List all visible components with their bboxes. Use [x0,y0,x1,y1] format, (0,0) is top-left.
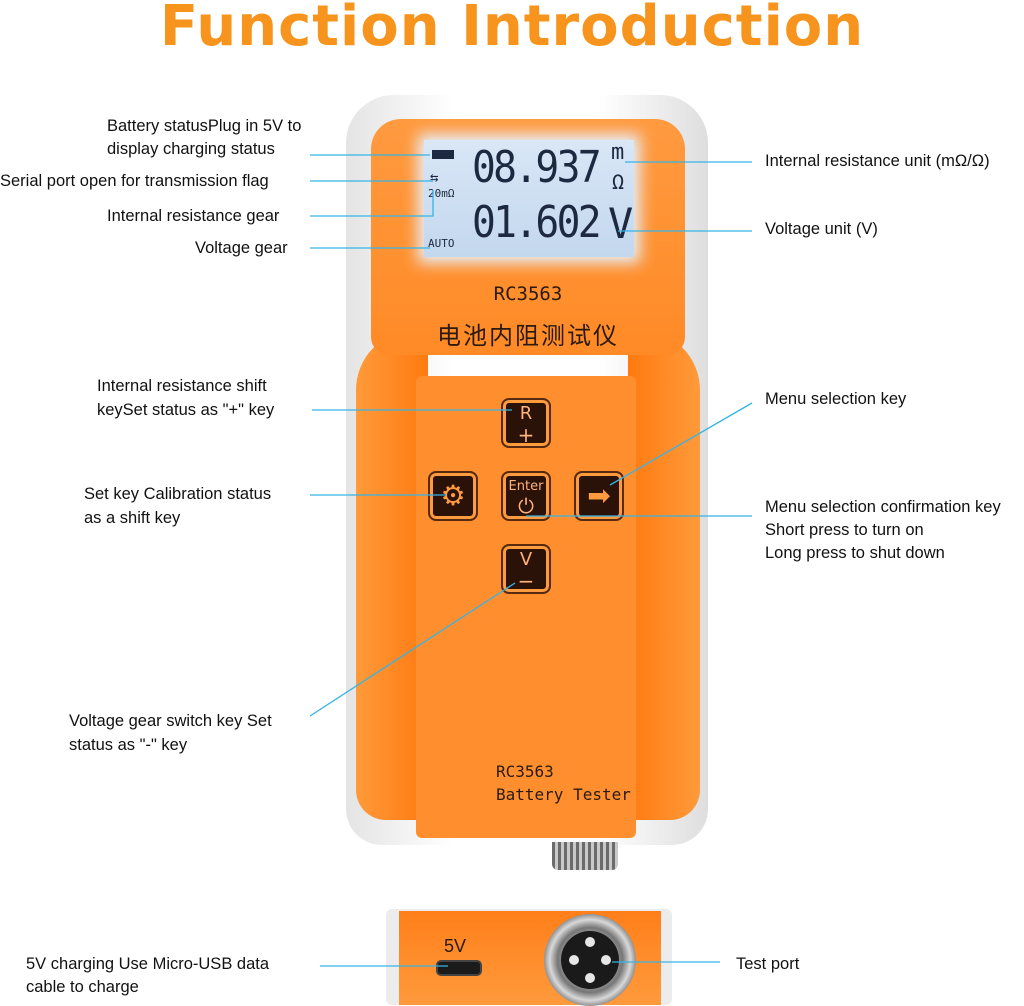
battery-icon [432,150,454,159]
device-chinese-name: 电池内阻测试仪 [437,322,619,350]
label-set-key-line1: Set key Calibration status [84,485,272,503]
menu-selection-key[interactable]: ➡ [574,471,624,521]
label-battery-status-line1: Battery statusPlug in 5V to [107,117,302,135]
lcd-gear-indicator: 20mΩ [428,187,455,200]
r-key-label: R [519,403,533,424]
enter-key-label: Enter [508,479,544,494]
lcd-auto-indicator: AUTO [428,237,455,250]
device-model-top: RC3563 [493,283,563,305]
model-bottom-line-1: RC3563 [496,762,554,781]
test-port-pin [585,973,595,983]
label-serial-port: Serial port open for transmission flag [0,172,269,190]
device-model-bottom: RC3563 Battery Tester [496,760,631,806]
label-menu-confirm-line3: Long press to shut down [765,544,945,562]
connector-top-view [552,842,618,870]
lcd-resistance-value: 08.937 [472,142,602,193]
label-ir-gear: Internal resistance gear [107,207,280,225]
lcd-display: ⇆ 20mΩ AUTO 08.937 m Ω 01.602 V [424,140,634,257]
device-grip-right [628,330,700,820]
lcd-voltage-unit: V [608,199,634,248]
label-ir-shift-line2: keySet status as "+" key [97,401,275,419]
test-port-pin [585,937,595,947]
label-charging-line2: cable to charge [26,978,139,996]
page-title: Function Introduction [159,0,865,59]
test-port-connector[interactable] [544,914,636,1006]
plus-key-label: + [517,423,535,447]
arrow-right-icon: ➡ [587,479,611,512]
label-voltage-gear: Voltage gear [195,239,288,257]
label-menu-confirm-line2: Short press to turn on [765,521,924,539]
set-key[interactable]: ⚙ [428,471,478,521]
label-ir-unit: Internal resistance unit (mΩ/Ω) [765,152,990,170]
label-menu-selection: Menu selection key [765,390,907,408]
test-port-hole [561,931,619,989]
lcd-ohm-unit: Ω [612,170,625,194]
v-key-label: V [519,549,533,570]
test-port-pin [569,955,579,965]
label-battery-status-line2: display charging status [107,140,275,158]
power-icon: ⏻ [518,494,534,518]
test-port-pin [601,955,611,965]
label-voltage-switch-line2: status as "-" key [69,736,188,754]
enter-power-key[interactable]: Enter ⏻ [501,471,551,521]
gear-icon: ⚙ [440,479,466,512]
label-test-port: Test port [736,955,800,973]
v-minus-key[interactable]: V − [501,544,551,594]
r-plus-key[interactable]: R + [501,398,551,448]
label-set-key-line2: as a shift key [84,509,181,527]
lcd-voltage-value: 01.602 [472,197,602,248]
micro-usb-port[interactable] [436,960,482,976]
port-5v-label: 5V [444,936,467,956]
label-menu-confirm-line1: Menu selection confirmation key [765,498,1001,516]
label-voltage-unit: Voltage unit (V) [765,220,878,238]
usb-icon: ⇆ [430,170,439,186]
label-voltage-switch-line1: Voltage gear switch key Set [69,712,272,730]
label-ir-shift-line1: Internal resistance shift [97,377,267,395]
label-charging-line1: 5V charging Use Micro-USB data [26,955,270,973]
lcd-milli-unit: m [611,140,625,165]
model-bottom-line-2: Battery Tester [496,785,631,804]
minus-key-label: − [517,569,535,593]
